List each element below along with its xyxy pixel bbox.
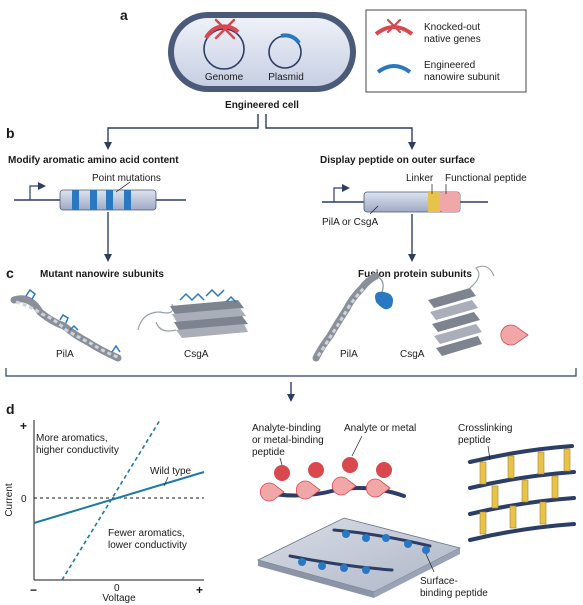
pila-mutant-structure <box>10 288 122 362</box>
legend-knockout-2: native genes <box>424 34 481 45</box>
y-axis-label: Current <box>4 483 15 517</box>
engineered-cell-label: Engineered cell <box>225 100 299 111</box>
fewer-aromatics-1: Fewer aromatics, <box>108 528 185 539</box>
legend: Knocked-out native genes Engineered nano… <box>365 9 527 93</box>
csga-left-label: CsgA <box>184 349 209 360</box>
engineered-cell: Genome Plasmid <box>168 12 356 92</box>
mutant-subunits-title: Mutant nanowire subunits <box>40 269 164 280</box>
fusion-gene: Linker Functional peptide PilA or CsgA <box>322 173 527 228</box>
wild-type-label: Wild type <box>150 466 192 477</box>
legend-engineered-1: Engineered <box>424 60 475 71</box>
surface-binding-2: binding peptide <box>420 588 488 599</box>
csga-mutant-structure <box>137 288 248 338</box>
y-zero-tick: 0 <box>21 494 27 505</box>
point-mutations-label: Point mutations <box>92 173 161 184</box>
csga-fusion-structure <box>428 265 529 356</box>
legend-engineered-2: nanowire subunit <box>424 72 500 83</box>
x-axis-label: Voltage <box>102 593 136 604</box>
legend-knockout-1: Knocked-out <box>424 22 480 33</box>
x-plus-tick: + <box>196 583 203 597</box>
functional-peptide-label: Functional peptide <box>445 173 527 184</box>
knockout-cross-icon <box>214 18 236 40</box>
mutated-gene: Point mutations <box>14 173 186 211</box>
functional-peptide-blob <box>375 291 393 310</box>
pila-fusion-structure <box>312 272 393 362</box>
pila-left-label: PilA <box>56 349 74 360</box>
legend-cross-icon <box>386 18 402 34</box>
promoter-arrow-icon-right <box>333 184 350 202</box>
panel-c-letter: c <box>6 265 14 281</box>
panel-d-letter: d <box>6 401 15 417</box>
crosslinking-2: peptide <box>458 435 491 446</box>
genome-label: Genome <box>205 72 244 83</box>
analyte-binding-2: or metal-binding <box>252 435 324 446</box>
fewer-aromatics-2: lower conductivity <box>108 540 187 551</box>
right-column-title: Display peptide on outer surface <box>320 155 475 166</box>
surface-binding-1: Surface- <box>420 576 458 587</box>
left-column-title: Modify aromatic amino acid content <box>8 155 179 166</box>
csga-right-label: CsgA <box>400 349 425 360</box>
x-zero-tick: 0 <box>114 583 120 594</box>
more-aromatics-2: higher conductivity <box>36 445 119 456</box>
panel-bracket <box>5 368 577 377</box>
analyte-sensing-nanowire <box>259 435 406 502</box>
legend-engineered-icon <box>376 64 412 74</box>
promoter-arrow-icon <box>29 182 46 200</box>
more-aromatics-1: More aromatics, <box>36 433 108 444</box>
surface-binding-plate <box>256 517 462 598</box>
branch-arrows <box>104 114 416 150</box>
pacman-analyte-icon <box>500 324 529 346</box>
panel-b-letter: b <box>6 125 15 141</box>
y-plus-tick: + <box>20 419 27 433</box>
analyte-binding-1: Analyte-binding <box>252 423 321 434</box>
linker-label: Linker <box>406 173 434 184</box>
fusion-subunits-title: Fusion protein subunits <box>358 269 472 280</box>
crosslinking-1: Crosslinking <box>458 423 512 434</box>
panel-a-letter: a <box>120 7 128 23</box>
x-minus-tick: − <box>30 583 37 597</box>
crosslinked-nanowires <box>468 444 576 542</box>
pila-right-label: PilA <box>340 349 358 360</box>
analyte-or-metal-label: Analyte or metal <box>344 423 416 434</box>
iv-chart <box>33 419 205 581</box>
nanowire-subunit-arc <box>280 33 301 45</box>
pila-or-csga-label: PilA or CsgA <box>322 217 378 228</box>
analyte-binding-3: peptide <box>252 447 285 458</box>
knockout-gene-arc <box>204 24 240 39</box>
plasmid-label: Plasmid <box>268 72 304 83</box>
wild-type-curve <box>33 471 205 524</box>
